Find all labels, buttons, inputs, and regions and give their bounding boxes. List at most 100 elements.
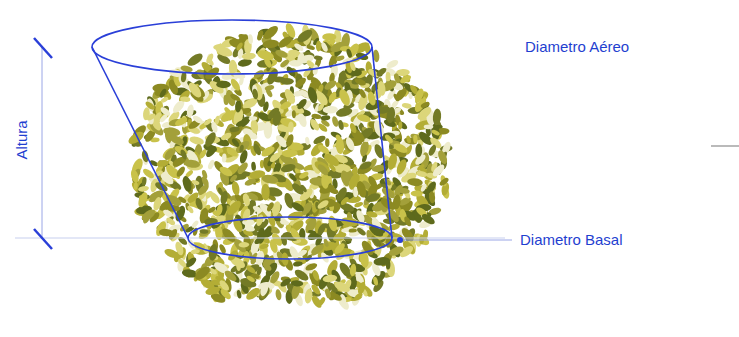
leaf	[320, 42, 329, 53]
leaf	[282, 87, 297, 105]
leaf	[366, 91, 377, 107]
leaf	[335, 106, 353, 118]
leaf	[255, 214, 264, 227]
leaf	[323, 238, 330, 247]
leaf	[193, 264, 212, 282]
height-dimension-line	[42, 47, 43, 238]
leaf	[436, 149, 449, 165]
leaf	[354, 77, 367, 87]
leaf	[280, 162, 296, 173]
leaf	[196, 183, 210, 197]
leaf	[184, 159, 201, 168]
leaf	[392, 142, 409, 155]
leaf	[333, 231, 347, 241]
cone-side	[372, 47, 392, 238]
leaf	[249, 116, 258, 121]
leaf	[239, 242, 250, 248]
leaf	[324, 288, 332, 299]
leaf	[126, 129, 145, 146]
leaf	[311, 113, 321, 119]
leaf	[322, 152, 341, 169]
leaf	[431, 163, 447, 179]
leaf	[316, 163, 330, 178]
leaf	[261, 184, 270, 201]
leaf	[229, 77, 242, 92]
leaf	[246, 227, 255, 232]
leaf	[349, 61, 357, 71]
leaf	[288, 226, 301, 241]
leaf	[323, 106, 338, 114]
leaf	[413, 135, 418, 144]
ground-line	[15, 238, 505, 239]
leaf	[158, 88, 167, 99]
leaf	[306, 44, 315, 51]
leaf	[349, 263, 357, 276]
leaf	[316, 41, 322, 52]
leaf	[356, 273, 362, 282]
leaf	[372, 276, 378, 286]
leaf	[337, 120, 344, 131]
leader-dot	[397, 237, 403, 243]
leaf	[438, 176, 449, 187]
leaf	[186, 80, 203, 99]
leaf	[163, 247, 180, 260]
leaf	[223, 269, 238, 283]
leaf	[293, 42, 305, 52]
leaf	[141, 177, 147, 187]
leaf	[388, 245, 405, 258]
leaf	[265, 88, 274, 99]
leaf	[401, 102, 412, 109]
leaf	[303, 216, 319, 235]
leaf	[276, 181, 288, 187]
leaf	[403, 215, 413, 227]
edge-mark	[711, 145, 739, 146]
leaf	[310, 242, 326, 256]
leaf	[383, 177, 392, 186]
leaf	[279, 277, 292, 288]
leaf	[279, 58, 290, 68]
leaf	[220, 131, 233, 141]
leaf	[140, 207, 157, 222]
leaf	[256, 30, 264, 42]
leaf	[340, 196, 350, 206]
leaf	[159, 106, 172, 118]
leaf	[146, 112, 157, 121]
leaf	[189, 135, 205, 146]
leaf	[314, 55, 323, 61]
leaf	[217, 187, 224, 196]
leaf	[308, 229, 317, 235]
leaf	[341, 227, 350, 233]
leaf	[325, 138, 329, 147]
leaf	[337, 88, 352, 107]
leaf	[231, 137, 241, 148]
leaf	[242, 193, 252, 207]
leaf	[273, 76, 285, 83]
leaf	[192, 114, 205, 125]
leaf	[345, 48, 352, 58]
shrub-foliage	[126, 22, 452, 312]
leaf	[399, 74, 413, 85]
leaf	[235, 100, 242, 113]
leaf	[207, 206, 217, 214]
leaf	[304, 288, 314, 304]
leaf	[349, 122, 358, 134]
leaf	[179, 149, 188, 161]
leaf	[252, 82, 264, 101]
leaf	[356, 227, 367, 237]
leaf	[276, 34, 293, 49]
leaf	[218, 165, 234, 178]
leaf	[295, 27, 314, 44]
leaf	[406, 135, 412, 144]
leaf	[136, 191, 149, 208]
leaf	[323, 79, 338, 92]
leaf	[420, 101, 431, 109]
leaf	[259, 243, 269, 250]
leaf	[186, 104, 195, 118]
leaf	[144, 100, 156, 111]
leaf	[285, 133, 295, 147]
leaf	[262, 225, 273, 239]
leaf	[229, 92, 241, 102]
leaf	[186, 205, 194, 214]
leaf	[236, 262, 241, 271]
